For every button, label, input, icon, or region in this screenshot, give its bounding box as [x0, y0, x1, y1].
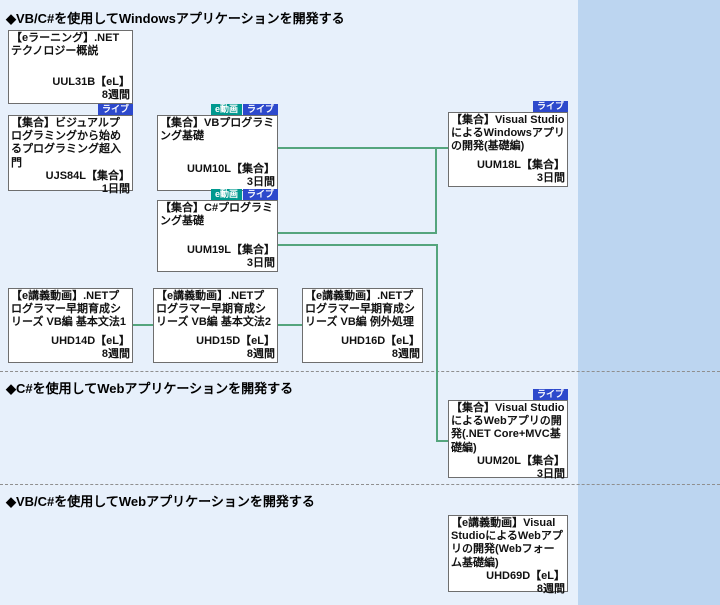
course-duration: 3日間	[246, 175, 275, 188]
connector-vertical-uum19l-to-uum18l	[435, 147, 437, 234]
course-duration: 8週間	[101, 88, 130, 101]
course-box-uum18l[interactable]: 【集合】Visual StudioによるWindowsアプリの開発(基礎編) U…	[448, 112, 568, 187]
course-duration: 3日間	[536, 171, 565, 184]
live-badge: ライブ	[97, 104, 133, 115]
connector-vertical-uum19l-to-uum20l	[436, 244, 438, 442]
course-duration: 1日間	[101, 182, 130, 195]
section-divider	[0, 371, 720, 372]
section-divider	[0, 484, 720, 485]
course-title: 【eラーニング】.NETテクノロジー概説	[11, 32, 120, 58]
course-code: UHD69D【eL】	[486, 569, 565, 582]
connector-uhd14d-to-uhd15d	[133, 324, 153, 326]
course-title: 【集合】ビジュアルプログラミングから始めるプログラミング超入門	[11, 117, 121, 169]
right-background-panel	[578, 0, 720, 605]
course-title: 【e講義動画】Visual StudioによるWebアプリの開発(Webフォーム…	[451, 517, 563, 569]
course-title: 【集合】C#プログラミング基礎	[160, 202, 274, 228]
course-code: UUM19L【集合】	[186, 243, 275, 256]
course-title: 【集合】Visual StudioによるWindowsアプリの開発(基礎編)	[451, 114, 565, 153]
e-video-badge: e動画	[210, 189, 242, 200]
course-title: 【集合】VBプログラミング基礎	[160, 117, 275, 143]
badge-row-uum20l: ライブ	[532, 389, 568, 400]
course-title: 【集合】Visual StudioによるWebアプリの開発(.NET Core+…	[451, 402, 565, 454]
course-code: UUM18L【集合】	[476, 158, 565, 171]
course-box-uum10l[interactable]: 【集合】VBプログラミング基礎 UUM10L【集合】 3日間	[157, 115, 278, 191]
section-title-vbcsharp-web-dev: ◆VB/C#を使用してWebアプリケーションを開発する	[6, 494, 315, 509]
section-title-csharp-web-dev: ◆C#を使用してWebアプリケーションを開発する	[6, 381, 294, 396]
course-duration: 8週間	[246, 347, 275, 360]
course-duration: 3日間	[246, 256, 275, 269]
course-code: UUM20L【集合】	[476, 454, 565, 467]
course-code: UHD14D【eL】	[51, 334, 130, 347]
course-box-ujs84l[interactable]: 【集合】ビジュアルプログラミングから始めるプログラミング超入門 UJS84L【集…	[8, 115, 133, 195]
course-code: UUL31B【eL】	[52, 75, 130, 88]
live-badge: ライブ	[242, 189, 278, 200]
course-box-uhd69d[interactable]: 【e講義動画】Visual StudioによるWebアプリの開発(Webフォーム…	[448, 515, 568, 595]
course-code: UUM10L【集合】	[186, 162, 275, 175]
course-box-uum20l[interactable]: 【集合】Visual StudioによるWebアプリの開発(.NET Core+…	[448, 400, 568, 480]
course-box-uul31b[interactable]: 【eラーニング】.NETテクノロジー概説 UUL31B【eL】 8週間	[8, 30, 133, 104]
connector-uum19l-down-branch	[278, 244, 438, 246]
live-badge: ライブ	[242, 104, 278, 115]
live-badge: ライブ	[532, 389, 568, 400]
badge-row-uum18l: ライブ	[532, 101, 568, 112]
live-badge: ライブ	[532, 101, 568, 112]
course-box-uhd14d[interactable]: 【e講義動画】.NETプログラマー早期育成シリーズ VB編 基本文法1 UHD1…	[8, 288, 133, 363]
course-duration: 3日間	[536, 467, 565, 480]
course-title: 【e講義動画】.NETプログラマー早期育成シリーズ VB編 基本文法1	[11, 290, 126, 329]
course-box-uhd16d[interactable]: 【e講義動画】.NETプログラマー早期育成シリーズ VB編 例外処理 UHD16…	[302, 288, 423, 363]
course-code: UHD15D【eL】	[196, 334, 275, 347]
course-box-uum19l[interactable]: 【集合】C#プログラミング基礎 UUM19L【集合】 3日間	[157, 200, 278, 272]
course-code: UJS84L【集合】	[45, 169, 130, 182]
course-title: 【e講義動画】.NETプログラマー早期育成シリーズ VB編 例外処理	[305, 290, 415, 329]
connector-uum10l-to-uum18l	[278, 147, 448, 149]
course-code: UHD16D【eL】	[341, 334, 420, 347]
connector-uhd15d-to-uhd16d	[278, 324, 302, 326]
course-box-uhd15d[interactable]: 【e講義動画】.NETプログラマー早期育成シリーズ VB編 基本文法2 UHD1…	[153, 288, 278, 363]
connector-uum19l-up-branch	[278, 232, 437, 234]
course-duration: 8週間	[536, 582, 565, 595]
course-duration: 8週間	[391, 347, 420, 360]
course-title: 【e講義動画】.NETプログラマー早期育成シリーズ VB編 基本文法2	[156, 290, 271, 329]
badge-row-ujs84l: ライブ	[97, 104, 133, 115]
connector-into-uum20l	[436, 440, 448, 442]
e-video-badge: e動画	[210, 104, 242, 115]
section-title-windows-dev: ◆VB/C#を使用してWindowsアプリケーションを開発する	[6, 11, 345, 26]
course-duration: 8週間	[101, 347, 130, 360]
badge-row-uum10l: e動画 ライブ	[210, 104, 278, 115]
badge-row-uum19l: e動画 ライブ	[210, 189, 278, 200]
